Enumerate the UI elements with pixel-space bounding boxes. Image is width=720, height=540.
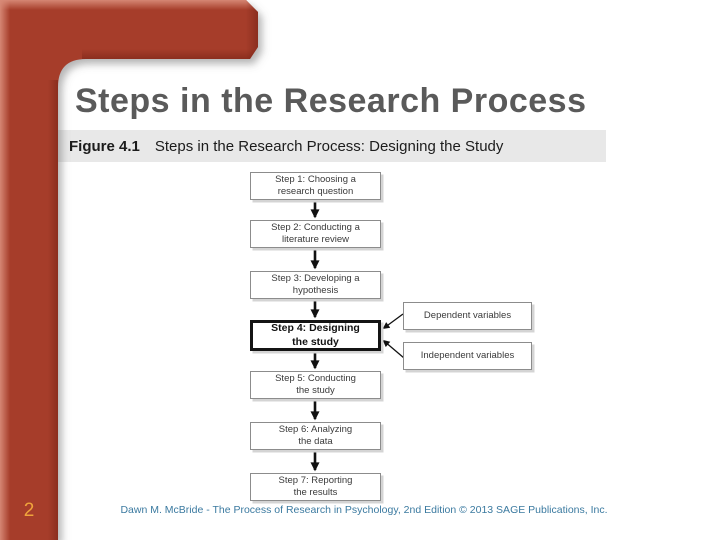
figure-4-1: Figure 4.1 Steps in the Research Process… xyxy=(58,130,606,512)
flow-box-step-4-emphasized: Step 4: Designing the study xyxy=(250,320,381,351)
flow-box-step-3: Step 3: Developing a hypothesis xyxy=(250,271,381,299)
flow-box-independent-variables: Independent variables xyxy=(403,342,532,370)
flow-box-step-1: Step 1: Choosing a research question xyxy=(250,172,381,200)
flow-box-step-6: Step 6: Analyzing the data xyxy=(250,422,381,450)
footer-credit: Dawn M. McBride - The Process of Researc… xyxy=(120,504,608,516)
flow-box-step-7: Step 7: Reporting the results xyxy=(250,473,381,501)
flowchart-arrows xyxy=(310,201,405,472)
flow-box-step-2: Step 2: Conducting a literature review xyxy=(250,220,381,248)
slide-title: Steps in the Research Process xyxy=(75,82,587,120)
page-number: 2 xyxy=(23,500,35,521)
flow-box-step-5: Step 5: Conducting the study xyxy=(250,371,381,399)
flow-box-dependent-variables: Dependent variables xyxy=(403,302,532,330)
